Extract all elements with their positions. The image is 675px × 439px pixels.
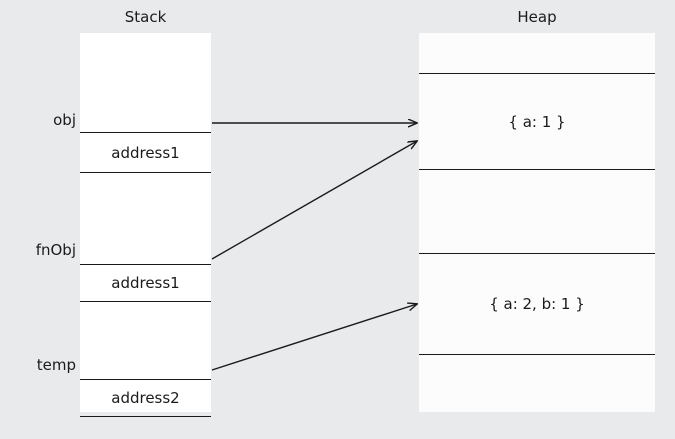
stack-slot-obj-value: address1 bbox=[111, 143, 180, 162]
stack-slot-obj: address1 bbox=[80, 132, 211, 173]
stack-slot-fnobj: address1 bbox=[80, 264, 211, 302]
arrow-fnobj-to-heap-object-1 bbox=[211, 141, 417, 260]
stack-slot-temp: address2 bbox=[80, 379, 211, 417]
variable-label-fnobj-wrap: fnObj bbox=[0, 241, 76, 259]
variable-label-obj: obj bbox=[53, 111, 76, 129]
stack-slot-fnobj-value: address1 bbox=[111, 274, 180, 292]
heap-slot-object-2-value: { a: 2, b: 1 } bbox=[489, 295, 585, 313]
variable-label-obj-wrap: obj bbox=[0, 111, 76, 129]
stack-column-title: Stack bbox=[124, 8, 167, 26]
stack-column: address1 address1 address2 bbox=[80, 33, 211, 417]
heap-column: { a: 1 } { a: 2, b: 1 } bbox=[419, 33, 655, 412]
heap-slot-object-1: { a: 1 } bbox=[419, 73, 655, 170]
heap-column-title: Heap bbox=[517, 8, 557, 26]
stack-slot-temp-value: address2 bbox=[111, 389, 180, 407]
variable-label-fnobj: fnObj bbox=[35, 241, 76, 259]
heap-slot-object-2: { a: 2, b: 1 } bbox=[419, 253, 655, 355]
variable-label-temp: temp bbox=[36, 356, 76, 374]
arrow-temp-to-heap-object-2 bbox=[211, 304, 417, 371]
heap-slot-object-1-value: { a: 1 } bbox=[508, 112, 566, 131]
variable-label-temp-wrap: temp bbox=[0, 356, 76, 374]
